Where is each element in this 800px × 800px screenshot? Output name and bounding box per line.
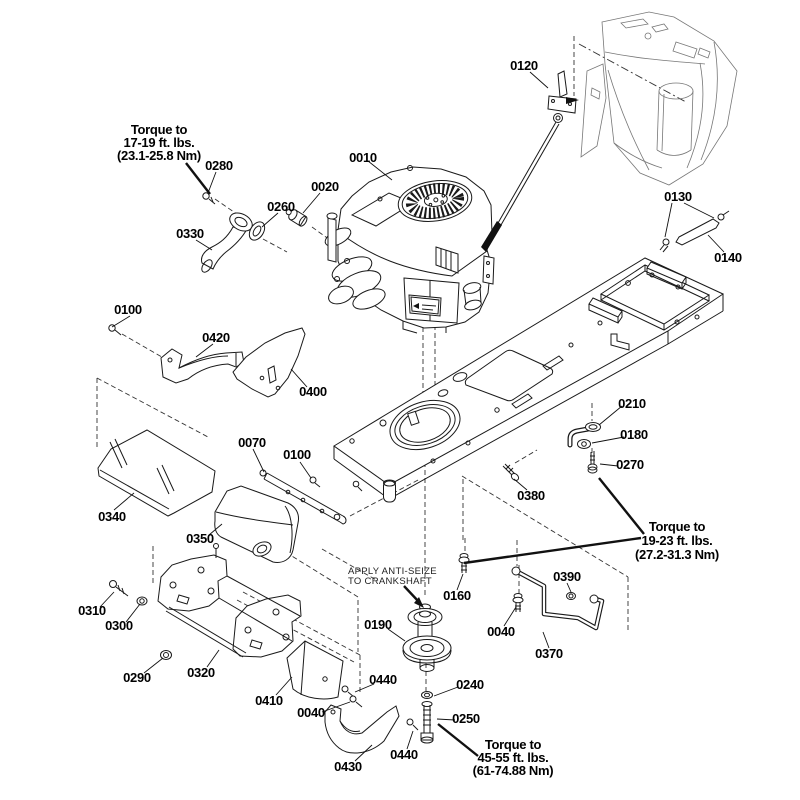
torque-leader-lines <box>185 162 645 757</box>
engine-mount-group <box>109 543 302 660</box>
callout-0350: 0350 <box>186 531 214 546</box>
bracket-shield-group <box>108 324 306 398</box>
torque-note-1-line-3: (23.1-25.8 Nm) <box>117 148 201 163</box>
callout-0020: 0020 <box>311 179 339 194</box>
leader-lines <box>99 71 725 762</box>
antiseize-arrowhead <box>414 597 424 608</box>
callout-0140: 0140 <box>714 250 742 265</box>
throttle-control-part <box>481 70 579 252</box>
frame-part <box>333 257 725 503</box>
engine-part <box>324 165 495 334</box>
rod-0370 <box>511 566 605 631</box>
callout-0280: 0280 <box>205 158 233 173</box>
callout-0180: 0180 <box>620 427 648 442</box>
fastener-0240 <box>421 691 433 699</box>
bolt-0250 <box>420 701 434 744</box>
callout-0320: 0320 <box>187 665 215 680</box>
alignment-dashed-lines <box>96 36 687 692</box>
callout-0370: 0370 <box>535 646 563 661</box>
callout-0410: 0410 <box>255 693 283 708</box>
callout-0010: 0010 <box>349 150 377 165</box>
callout-0440b: 0440 <box>390 747 418 762</box>
callout-0300: 0300 <box>105 618 133 633</box>
torque-note-2-line-1: Torque to <box>649 519 706 534</box>
callout-0390: 0390 <box>553 569 581 584</box>
spacer-rod-part <box>659 210 730 253</box>
fastener-0440b <box>406 718 419 731</box>
callout-0240: 0240 <box>456 677 484 692</box>
fastener-0390 <box>566 592 576 600</box>
callout-0440a: 0440 <box>369 672 397 687</box>
cover-0410 <box>286 640 344 700</box>
callout-0070: 0070 <box>238 435 266 450</box>
callout-0420: 0420 <box>202 330 230 345</box>
torque-note-3-line-1: Torque to <box>485 737 542 752</box>
fastener-0440a <box>341 685 355 698</box>
torque-note-3-line-3: (61-74.88 Nm) <box>473 763 554 778</box>
callout-0190: 0190 <box>364 617 392 632</box>
callout-0290: 0290 <box>123 670 151 685</box>
bracket-0430 <box>324 704 400 754</box>
torque-note-2-line-2: 19-23 ft. lbs. <box>642 533 713 548</box>
fastener-0040a <box>512 593 524 612</box>
callout-0040b: 0040 <box>297 705 325 720</box>
clamp-0210-0180-0270 <box>567 422 601 474</box>
callout-0310: 0310 <box>78 603 106 618</box>
pulley-part <box>402 603 452 672</box>
exhaust-elbow-group <box>201 192 308 273</box>
fastener-0380 <box>502 463 520 481</box>
torque-note-2-line-3: (27.2-31.3 Nm) <box>635 547 719 562</box>
callout-0250: 0250 <box>452 711 480 726</box>
callout-labels: 0010 0020 0260 0280 0330 0120 0130 0140 … <box>78 58 742 774</box>
callout-0330: 0330 <box>176 226 204 241</box>
torque-note-1-line-1: Torque to <box>131 122 188 137</box>
callout-0160: 0160 <box>443 588 471 603</box>
torque-note-2: Torque to 19-23 ft. lbs. (27.2-31.3 Nm) <box>635 519 719 562</box>
callout-0100b: 0100 <box>283 447 311 462</box>
torque-note-3: Torque to 45-55 ft. lbs. (61-74.88 Nm) <box>473 737 554 778</box>
callout-0260: 0260 <box>267 199 295 214</box>
callout-0430: 0430 <box>334 759 362 774</box>
callout-0100a: 0100 <box>114 302 142 317</box>
muffler-strap-part <box>259 469 363 525</box>
antiseize-note-line-2: TO CRANKSHAFT <box>348 576 432 587</box>
antiseize-note: APPLY ANTI-SEIZE TO CRANKSHAFT <box>348 566 437 587</box>
antiseize-note-line-1: APPLY ANTI-SEIZE <box>348 566 437 577</box>
callout-0210: 0210 <box>618 396 646 411</box>
fender-console-part <box>580 11 738 186</box>
callout-0120: 0120 <box>510 58 538 73</box>
torque-note-1-line-2: 17-19 ft. lbs. <box>124 135 195 150</box>
fastener-0040b <box>349 695 363 708</box>
heat-shield-part <box>97 429 216 517</box>
callout-0340: 0340 <box>98 509 126 524</box>
torque-note-3-line-2: 45-55 ft. lbs. <box>478 750 549 765</box>
torque-note-1: Torque to 17-19 ft. lbs. (23.1-25.8 Nm) <box>117 122 201 163</box>
callout-0270: 0270 <box>616 457 644 472</box>
callout-0040a: 0040 <box>487 624 515 639</box>
muffler-part <box>214 485 299 563</box>
callout-0130: 0130 <box>664 189 692 204</box>
callout-0380: 0380 <box>517 488 545 503</box>
callout-0400: 0400 <box>299 384 327 399</box>
fan-screen <box>397 180 473 222</box>
